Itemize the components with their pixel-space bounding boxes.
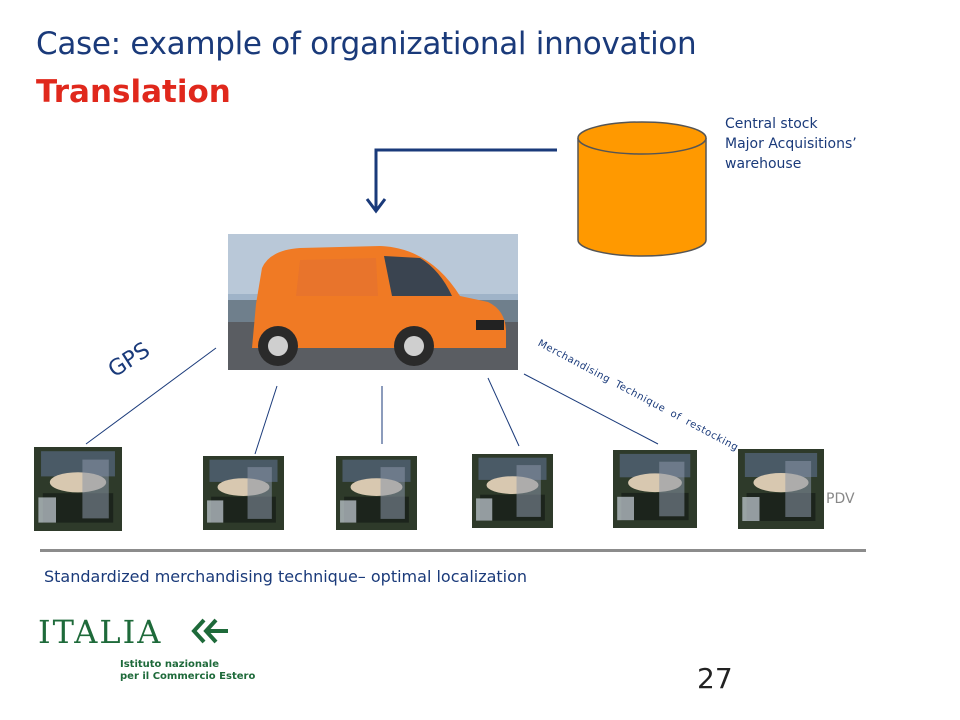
store-image-6 [738, 449, 824, 529]
delivery-van-image [228, 234, 518, 370]
delivery-arrow [374, 148, 557, 210]
ice-logo-word: ITALIA [38, 613, 163, 651]
delivery-arrowhead [365, 198, 387, 214]
central-stock-line-3: warehouse [725, 156, 802, 172]
warehouse-cylinder-icon [577, 121, 707, 257]
link-line-5 [523, 373, 659, 445]
ice-logo-subtitle: Istituto nazionale per il Commercio Este… [120, 659, 255, 683]
ice-logo-chevrons-icon [191, 618, 228, 644]
link-line-4 [487, 377, 520, 447]
store-image-1 [34, 447, 122, 531]
central-stock-label: Central stock Major Acquisitions’ wareho… [725, 114, 857, 174]
ice-logo-sub-line-2: per il Commercio Estero [120, 671, 256, 682]
footer-caption: Standardized merchandising technique– op… [44, 567, 528, 586]
store-image-2 [203, 456, 284, 530]
slide-title: Case: example of organizational innovati… [36, 26, 697, 62]
link-line-2 [254, 385, 278, 455]
store-image-5 [613, 450, 697, 528]
page-number: 27 [697, 662, 733, 695]
pdv-label: PDV [826, 491, 855, 507]
store-image-4 [472, 454, 553, 528]
separator-line [40, 549, 866, 552]
link-line-1 [85, 347, 217, 445]
store-image-3 [336, 456, 417, 530]
central-stock-line-2: Major Acquisitions’ [725, 136, 857, 152]
central-stock-line-1: Central stock [725, 116, 818, 132]
ice-logo-sub-line-1: Istituto nazionale [120, 659, 219, 670]
slide-subtitle: Translation [36, 74, 231, 110]
store-images [34, 447, 824, 531]
